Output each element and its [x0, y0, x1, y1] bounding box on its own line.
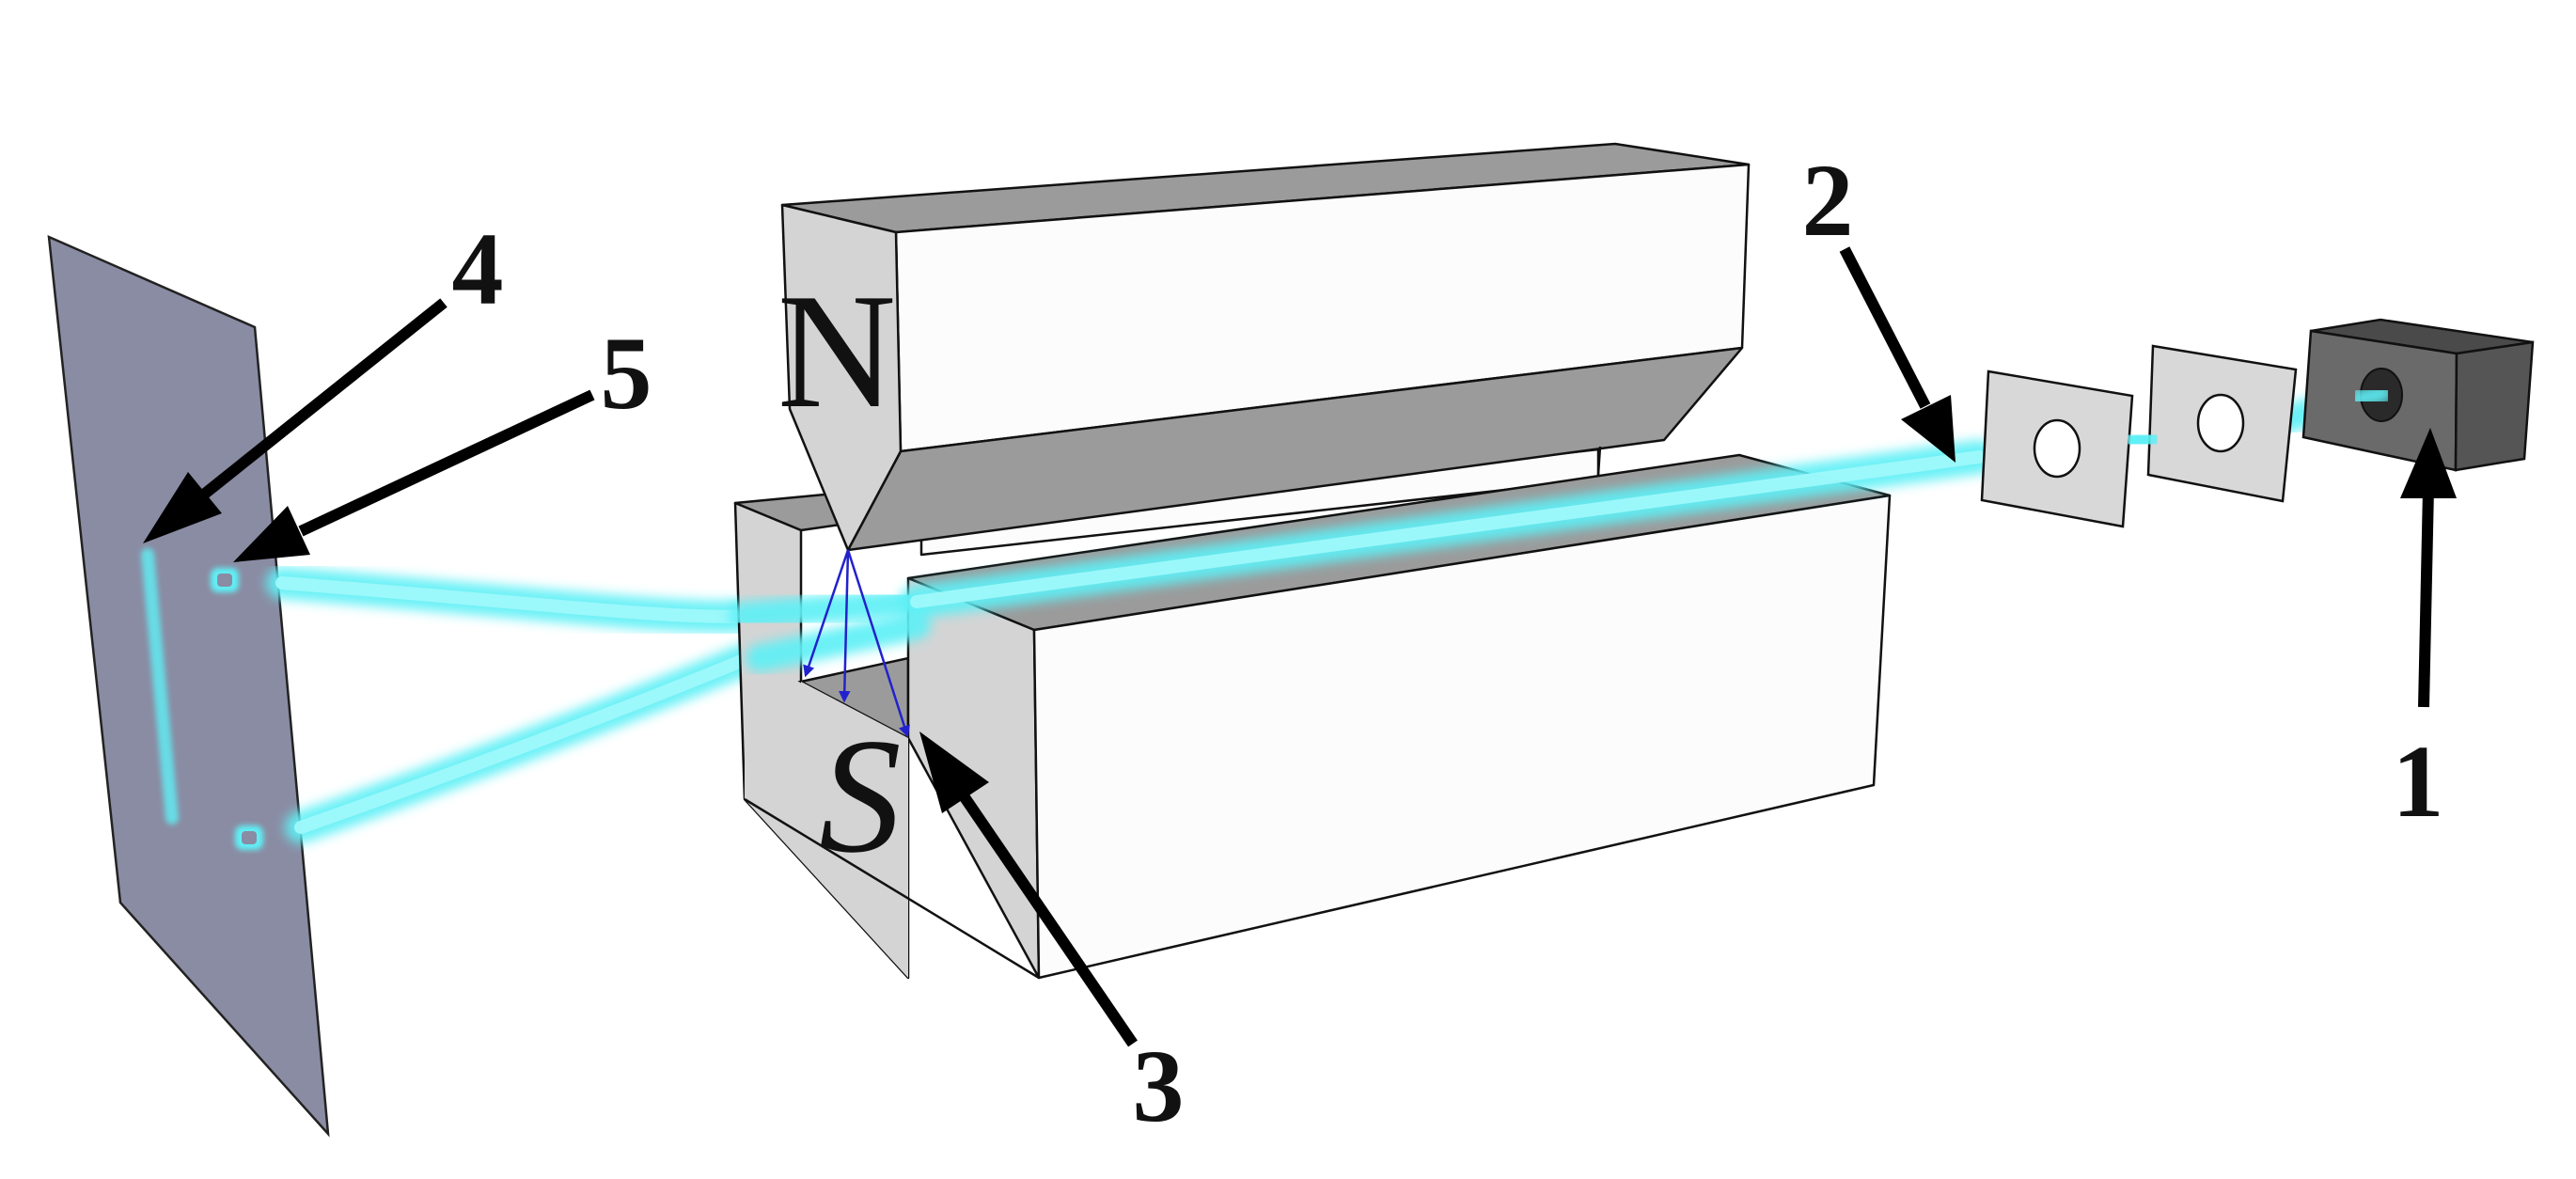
- callout-arrow-1: [2400, 428, 2457, 708]
- callout-arrow-5: [233, 389, 595, 562]
- field-arrows: [803, 549, 910, 738]
- callout-label-1: 1: [2393, 724, 2444, 839]
- callout-arrow-3: [919, 731, 1138, 1047]
- beam-in-gap: [729, 588, 931, 672]
- north-pole-label: N: [778, 259, 896, 442]
- collimator-plates: [1980, 344, 2298, 528]
- callout-arrow-4: [143, 298, 448, 543]
- south-pole-label: S: [819, 704, 902, 887]
- callout-label-3: 3: [1133, 1029, 1185, 1143]
- callout-arrows: [143, 246, 2457, 1047]
- callout-label-5: 5: [601, 316, 652, 431]
- split-beams: [266, 567, 787, 843]
- quantum-spot-upper: [211, 568, 239, 592]
- callout-arrow-2: [1839, 246, 1956, 463]
- quantum-spot-lower: [235, 825, 263, 850]
- north-end-face: [780, 203, 903, 552]
- atom-source-oven: [2301, 318, 2535, 472]
- north-magnet: N: [778, 142, 1751, 552]
- callout-labels: 1 2 3 4 5: [452, 143, 2444, 1143]
- classical-line-mark: [141, 548, 179, 825]
- detector-screen: [47, 234, 330, 1138]
- south-long-face: [1032, 494, 1892, 980]
- callout-label-2: 2: [1802, 143, 1854, 258]
- screen-plate: [47, 234, 330, 1138]
- callout-label-4: 4: [452, 212, 504, 326]
